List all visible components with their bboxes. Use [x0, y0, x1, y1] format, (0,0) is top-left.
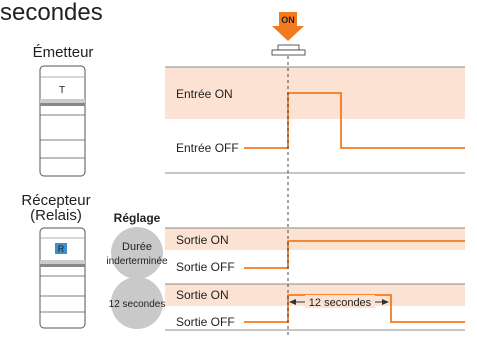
emitter-device-letter: T: [59, 85, 65, 96]
input-on-label: Entrée ON: [176, 87, 233, 101]
setting-title: Réglage: [114, 211, 161, 225]
receiver-device-letter: R: [58, 244, 65, 254]
on-arrow-icon: ON: [272, 12, 304, 41]
setting1-line1: Durée: [122, 241, 152, 253]
setting-circle-2: [111, 277, 163, 329]
row1-on-band: [165, 228, 465, 250]
duration-label: 12 secondes: [309, 297, 372, 309]
row1-off-label: Sortie OFF: [176, 260, 235, 274]
setting1-line2: inderterminée: [106, 256, 168, 267]
row2-off-label: Sortie OFF: [176, 315, 235, 329]
emitter-label: Émetteur: [33, 44, 94, 61]
setting-circle-1: [111, 227, 163, 279]
push-button-icon: [271, 44, 306, 56]
receiver-label-line2: (Relais): [30, 207, 82, 224]
input-signal-line: [244, 92, 465, 149]
receiver-device-icon: [39, 227, 86, 329]
page-title: secondes: [0, 0, 103, 26]
receiver-label-line1: Récepteur: [21, 192, 90, 209]
input-off-label: Entrée OFF: [176, 141, 239, 155]
on-label: ON: [281, 15, 295, 25]
row1-on-label: Sortie ON: [176, 233, 229, 247]
row2-on-label: Sortie ON: [176, 288, 229, 302]
setting2-line1: 12 secondes: [109, 299, 166, 310]
emitter-device-icon: [39, 65, 86, 177]
